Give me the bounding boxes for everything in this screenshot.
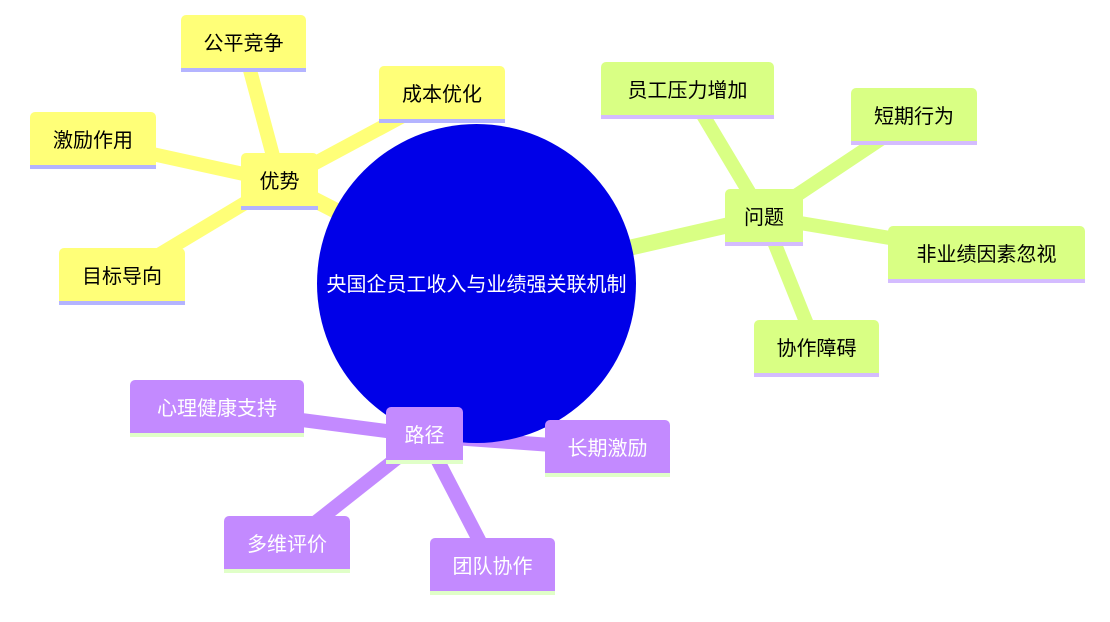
node-long-term-incentive[interactable]: 长期激励 <box>545 420 670 477</box>
node-label: 多维评价 <box>247 532 327 556</box>
root-label: 央国企员工收入与业绩强关联机制 <box>326 271 627 296</box>
node-label: 协作障碍 <box>776 336 857 360</box>
node-label: 非业绩因素忽视 <box>916 242 1057 266</box>
node-teamwork[interactable]: 团队协作 <box>430 538 555 595</box>
node-label: 成本优化 <box>402 82 482 106</box>
node-label: 问题 <box>744 205 784 229</box>
node-label: 心理健康支持 <box>157 396 277 420</box>
node-cost-optimization[interactable]: 成本优化 <box>379 66 505 123</box>
node-short-term-behavior[interactable]: 短期行为 <box>851 88 977 145</box>
node-label: 优势 <box>259 169 300 193</box>
branch-problems[interactable]: 问题 <box>725 189 803 246</box>
node-fair-competition[interactable]: 公平竞争 <box>181 15 306 72</box>
node-non-performance-neglect[interactable]: 非业绩因素忽视 <box>888 226 1085 283</box>
node-label: 短期行为 <box>874 104 954 128</box>
node-label: 激励作用 <box>53 128 133 152</box>
branch-advantages[interactable]: 优势 <box>241 153 318 210</box>
node-label: 长期激励 <box>567 436 648 460</box>
node-label: 路径 <box>404 423 445 447</box>
node-goal-oriented[interactable]: 目标导向 <box>59 248 185 305</box>
node-collaboration-barrier[interactable]: 协作障碍 <box>754 320 879 377</box>
branch-paths[interactable]: 路径 <box>386 407 463 464</box>
node-label: 团队协作 <box>452 554 533 578</box>
node-label: 员工压力增加 <box>627 78 748 102</box>
node-label: 公平竞争 <box>203 31 284 55</box>
node-mental-health[interactable]: 心理健康支持 <box>130 380 304 437</box>
node-incentive-effect[interactable]: 激励作用 <box>30 112 156 169</box>
root-node[interactable]: 央国企员工收入与业绩强关联机制 <box>317 124 636 443</box>
node-multi-evaluation[interactable]: 多维评价 <box>224 516 350 573</box>
node-employee-pressure[interactable]: 员工压力增加 <box>601 62 774 119</box>
node-label: 目标导向 <box>82 264 162 288</box>
